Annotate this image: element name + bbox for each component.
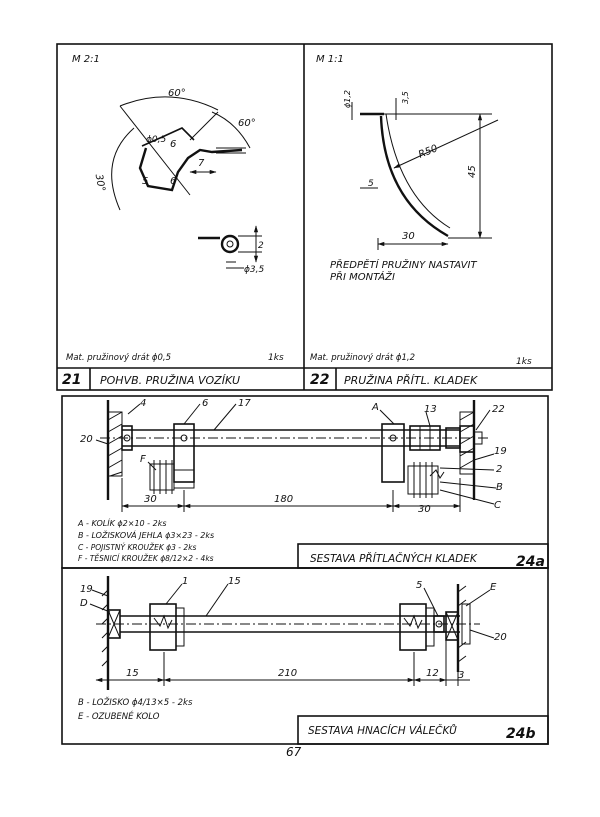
part-21-dim-5: 5 [142, 176, 148, 187]
assembly-24a-legend-f: F - TĚSNICÍ KROUŽEK ϕ8/12×2 - 4ks [78, 554, 214, 563]
top-frame [56, 43, 553, 391]
part-21-quantity: 1ks [268, 353, 284, 363]
assembly-24b-callout-D: D [80, 598, 88, 609]
assembly-24b-number: 24b [506, 726, 536, 742]
part-22-note-2: PŘI MONTÁŽI [330, 270, 395, 283]
assembly-24a-callout-17: 17 [238, 398, 251, 409]
part-21-dim-6b: 6 [170, 176, 176, 187]
part-21-coil-dia: ϕ3,5 [244, 265, 265, 275]
assembly-24a-dim-180: 180 [274, 494, 293, 505]
assembly-24a-callout-C: C [494, 500, 501, 511]
assembly-24a-dim-30a: 30 [144, 494, 157, 505]
part-21-dim-6: 6 [170, 139, 176, 150]
part-21-title: POHVB. PRUŽINA VOZÍKU [100, 374, 240, 387]
assembly-24a-callout-4: 4 [140, 398, 146, 409]
assembly-24a: SESTAVA PŘÍTLAČNÝCH KLADEK 24a [61, 395, 549, 570]
assembly-24a-number: 24a [516, 554, 545, 570]
part-22-quantity: 1ks [516, 357, 532, 367]
assembly-24b-callout-20: 20 [494, 632, 507, 643]
part-22-dim-45: 45 [467, 165, 478, 178]
part-21-dim-7: 7 [198, 158, 205, 169]
assembly-24b-title: SESTAVA HNACÍCH VÁLEČKŮ [308, 724, 457, 737]
assembly-24a-legend-c: C - POJISTNÝ KROUŽEK ϕ3 - 2ks [78, 543, 196, 552]
assembly-24b-callout-1: 1 [182, 576, 188, 587]
part-22-scale: M 1:1 [316, 54, 344, 65]
assembly-24b-dim-3: 3 [458, 670, 464, 681]
part-22-panel: M 1:1 R50 45 30 5 ϕ1,2 3,5 PŘEDPĚTÍ PRUŽ… [310, 54, 532, 390]
assembly-24a-callout-19: 19 [494, 446, 507, 457]
part-21-wire-dia: ϕ0,5 [146, 135, 167, 145]
assembly-24a-callout-A: A [371, 402, 379, 413]
assembly-24a-callout-2: 2 [496, 464, 502, 475]
part-22-number: 22 [310, 372, 329, 388]
part-22-dim-35: 3,5 [401, 91, 410, 104]
part-21-dim-2: 2 [258, 241, 264, 251]
part-22-title: PRUŽINA PŘÍTL. KLADEK [344, 374, 478, 387]
assembly-24a-callout-B: B [496, 482, 503, 493]
assembly-24b-dim-15: 15 [126, 668, 139, 679]
part-21-panel: M 2:1 60° 60° 30° ϕ0,5 6 5 6 7 2 ϕ3,5 [62, 54, 284, 390]
assembly-24b-callout-E: E [490, 582, 497, 593]
assembly-24b: SESTAVA HNACÍCH VÁLEČKŮ 24b 19 D [61, 567, 549, 745]
assembly-24a-callout-6: 6 [202, 398, 208, 409]
part-22-dim-30: 30 [402, 231, 415, 242]
assembly-24a-legend-b: B - LOŽISKOVÁ JEHLA ϕ3×23 - 2ks [78, 529, 214, 540]
part-21-scale: M 2:1 [72, 54, 100, 65]
page-number: 67 [286, 745, 302, 759]
part-21-material: Mat. pružinový drát ϕ0,5 [66, 353, 171, 363]
part-22-dim-5: 5 [368, 179, 374, 189]
assembly-24a-callout-F: F [140, 454, 146, 465]
assembly-24a-callout-22: 22 [492, 404, 505, 415]
assembly-24a-callout-20: 20 [80, 434, 93, 445]
part-21-angle-side: 30° [93, 173, 107, 192]
assembly-24a-legend-a: A - KOLÍK ϕ2×10 - 2ks [77, 517, 167, 528]
assembly-24a-title: SESTAVA PŘÍTLAČNÝCH KLADEK [310, 552, 478, 565]
part-22-wire-dia: ϕ1,2 [343, 90, 352, 108]
assembly-24a-dim-30b: 30 [418, 504, 431, 515]
assembly-24b-dim-12: 12 [426, 668, 439, 679]
part-21-angle-outer: 60° [168, 88, 186, 99]
part-22-note-1: PŘEDPĚTÍ PRUŽINY NASTAVIT [330, 258, 477, 271]
assembly-24b-callout-5: 5 [416, 580, 422, 591]
assembly-24b-dim-210: 210 [278, 668, 297, 679]
assembly-24b-callout-19: 19 [80, 584, 93, 595]
part-22-material: Mat. pružinový drát ϕ1,2 [310, 353, 415, 363]
assembly-24b-legend-e: E - OZUBENÉ KOLO [78, 710, 160, 722]
assembly-24b-legend-b: B - LOŽISKO ϕ4/13×5 - 2ks [78, 696, 193, 708]
part-21-angle-inner: 60° [238, 118, 256, 129]
assembly-24a-callout-13: 13 [424, 404, 437, 415]
assembly-24b-callout-15: 15 [228, 576, 241, 587]
part-21-number: 21 [62, 372, 81, 388]
part-22-radius: R50 [417, 143, 439, 161]
